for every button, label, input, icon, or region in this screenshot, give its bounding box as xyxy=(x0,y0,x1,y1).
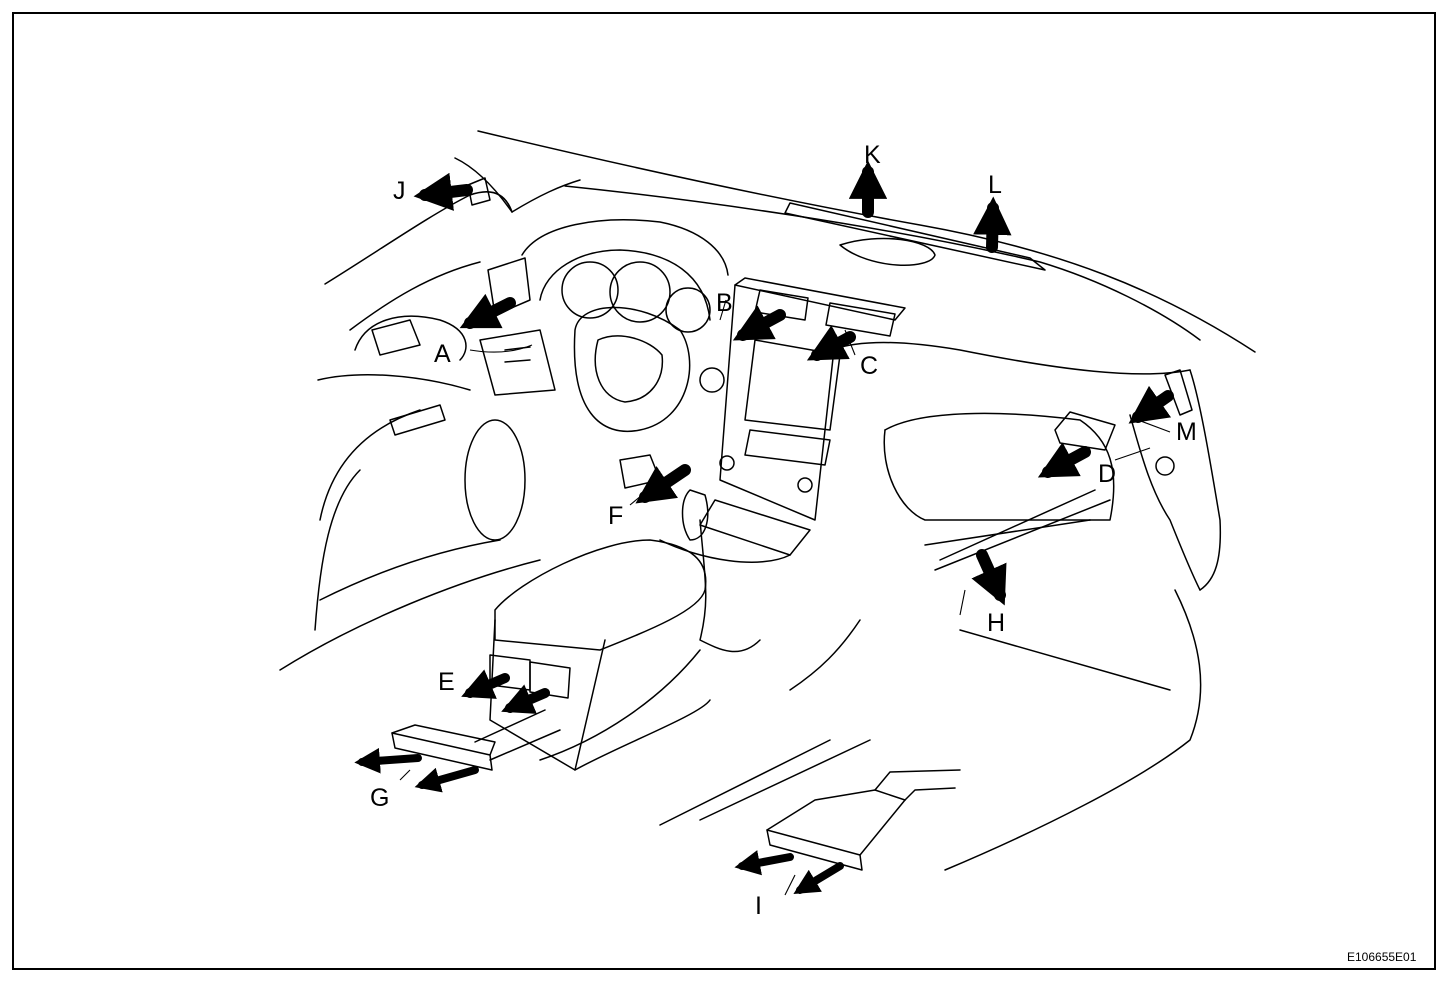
label-C: C xyxy=(860,352,878,380)
arrow-A xyxy=(459,293,516,329)
label-I: I xyxy=(755,892,762,920)
arrow-I2 xyxy=(793,862,844,894)
arrow-I1 xyxy=(734,850,794,876)
arrow-E1 xyxy=(461,669,510,699)
figure-code: E106655E01 xyxy=(1347,950,1417,964)
label-J: J xyxy=(393,177,406,205)
label-M: M xyxy=(1176,418,1197,446)
label-K: K xyxy=(864,141,881,169)
label-L: L xyxy=(988,171,1002,199)
arrow-H xyxy=(971,549,1007,606)
figure-border xyxy=(12,12,1436,970)
arrow-C xyxy=(806,325,856,361)
outlet-labels: A B C D E F G H I J K L M xyxy=(370,141,1197,920)
arrow-M xyxy=(1128,385,1174,424)
label-B: B xyxy=(716,289,733,317)
label-H: H xyxy=(987,609,1005,637)
arrow-F xyxy=(635,464,691,504)
airflow-arrows xyxy=(354,160,1174,894)
label-A: A xyxy=(434,340,451,368)
arrow-D xyxy=(1037,442,1091,478)
label-G: G xyxy=(370,784,389,812)
arrow-G2 xyxy=(414,766,479,793)
arrow-L xyxy=(973,196,1012,253)
label-E: E xyxy=(438,668,455,696)
arrow-B xyxy=(732,305,786,341)
arrow-J xyxy=(413,172,473,211)
label-D: D xyxy=(1098,460,1116,488)
arrow-E2 xyxy=(501,684,550,714)
label-F: F xyxy=(608,502,623,530)
arrow-G1 xyxy=(354,747,422,774)
